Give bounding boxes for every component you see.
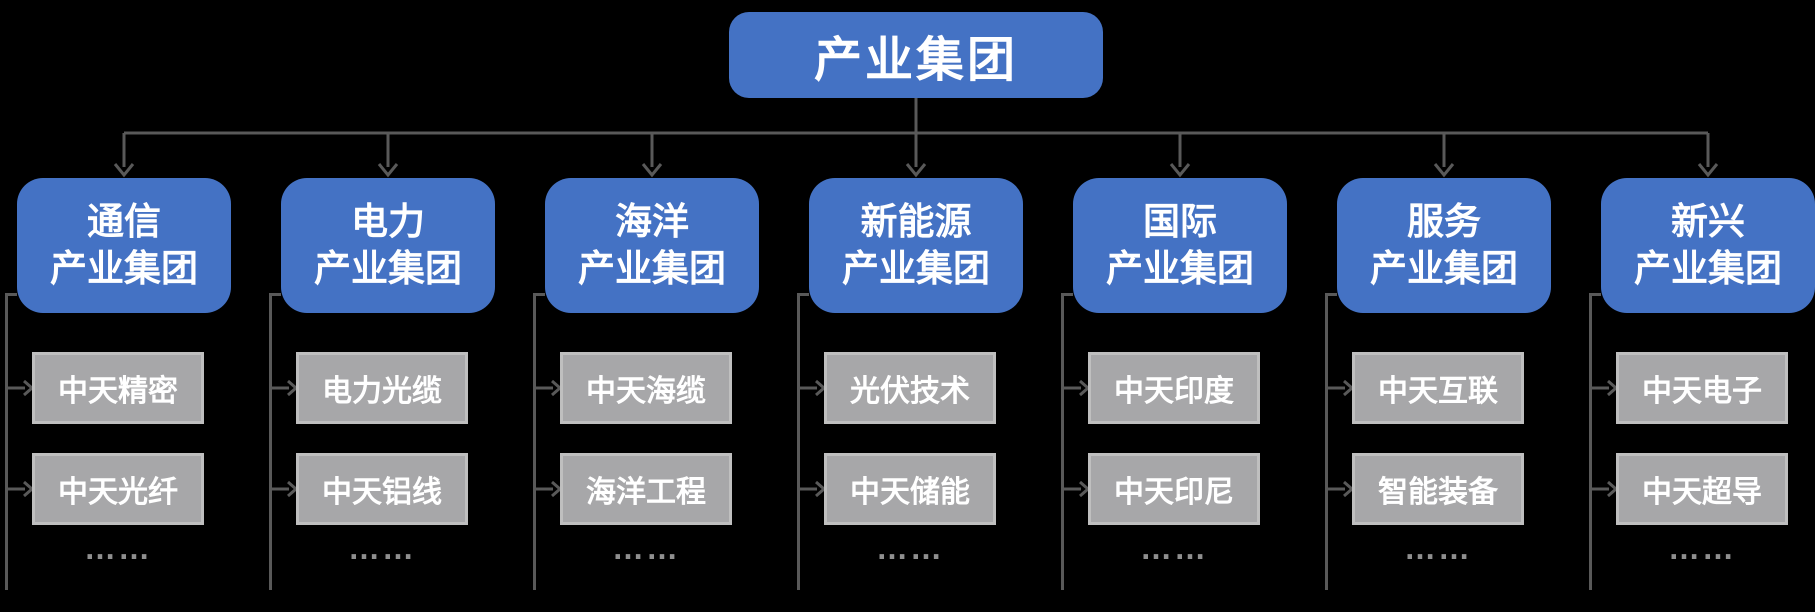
group-column-4: 新能源 产业集团 光伏技术 中天储能 ……	[809, 178, 1023, 612]
group-node: 新兴 产业集团	[1601, 178, 1815, 313]
group-column-3: 海洋 产业集团 中天海缆 海洋工程 ……	[545, 178, 759, 612]
group-node: 通信 产业集团	[17, 178, 231, 313]
group-name-line: 服务	[1407, 200, 1481, 242]
more-ellipsis: ……	[612, 530, 680, 566]
group-name-line: 产业集团	[842, 247, 990, 289]
group-node: 服务 产业集团	[1337, 178, 1551, 313]
more-ellipsis: ……	[1668, 530, 1736, 566]
more-ellipsis: ……	[1404, 530, 1472, 566]
group-column-6: 服务 产业集团 中天互联 智能装备 ……	[1337, 178, 1551, 612]
group-name-line: 通信	[87, 200, 161, 242]
subsidiary-node: 中天储能	[824, 453, 996, 525]
subsidiary-node: 中天海缆	[560, 352, 732, 424]
group-node: 新能源 产业集团	[809, 178, 1023, 313]
group-name-line: 产业集团	[578, 247, 726, 289]
subsidiary-node: 电力光缆	[296, 352, 468, 424]
group-name-line: 产业集团	[1370, 247, 1518, 289]
more-ellipsis: ……	[348, 530, 416, 566]
subsidiary-node: 中天光纤	[32, 453, 204, 525]
subsidiary-node: 中天精密	[32, 352, 204, 424]
more-ellipsis: ……	[876, 530, 944, 566]
group-column-5: 国际 产业集团 中天印度 中天印尼 ……	[1073, 178, 1287, 612]
group-name-line: 产业集团	[1106, 247, 1254, 289]
group-name-line: 新兴	[1671, 200, 1745, 242]
subsidiary-node: 中天铝线	[296, 453, 468, 525]
group-name-line: 产业集团	[50, 247, 198, 289]
group-name-line: 电力	[351, 200, 425, 242]
root-group-node: 产业集团	[729, 12, 1103, 98]
more-ellipsis: ……	[1140, 530, 1208, 566]
group-name-line: 海洋	[615, 200, 689, 242]
group-node: 海洋 产业集团	[545, 178, 759, 313]
group-node: 电力 产业集团	[281, 178, 495, 313]
subsidiary-node: 中天电子	[1616, 352, 1788, 424]
subsidiary-node: 中天印度	[1088, 352, 1260, 424]
subsidiary-node: 中天互联	[1352, 352, 1524, 424]
group-column-2: 电力 产业集团 电力光缆 中天铝线 ……	[281, 178, 495, 612]
more-ellipsis: ……	[84, 530, 152, 566]
group-name-line: 产业集团	[314, 247, 462, 289]
subsidiary-node: 海洋工程	[560, 453, 732, 525]
group-column-1: 通信 产业集团 中天精密 中天光纤 ……	[17, 178, 231, 612]
subsidiary-node: 光伏技术	[824, 352, 996, 424]
group-node: 国际 产业集团	[1073, 178, 1287, 313]
subsidiary-node: 中天印尼	[1088, 453, 1260, 525]
group-column-7: 新兴 产业集团 中天电子 中天超导 ……	[1601, 178, 1815, 612]
subsidiary-node: 智能装备	[1352, 453, 1524, 525]
group-name-line: 国际	[1143, 200, 1217, 242]
subsidiary-node: 中天超导	[1616, 453, 1788, 525]
group-name-line: 新能源	[860, 200, 972, 242]
group-name-line: 产业集团	[1634, 247, 1782, 289]
